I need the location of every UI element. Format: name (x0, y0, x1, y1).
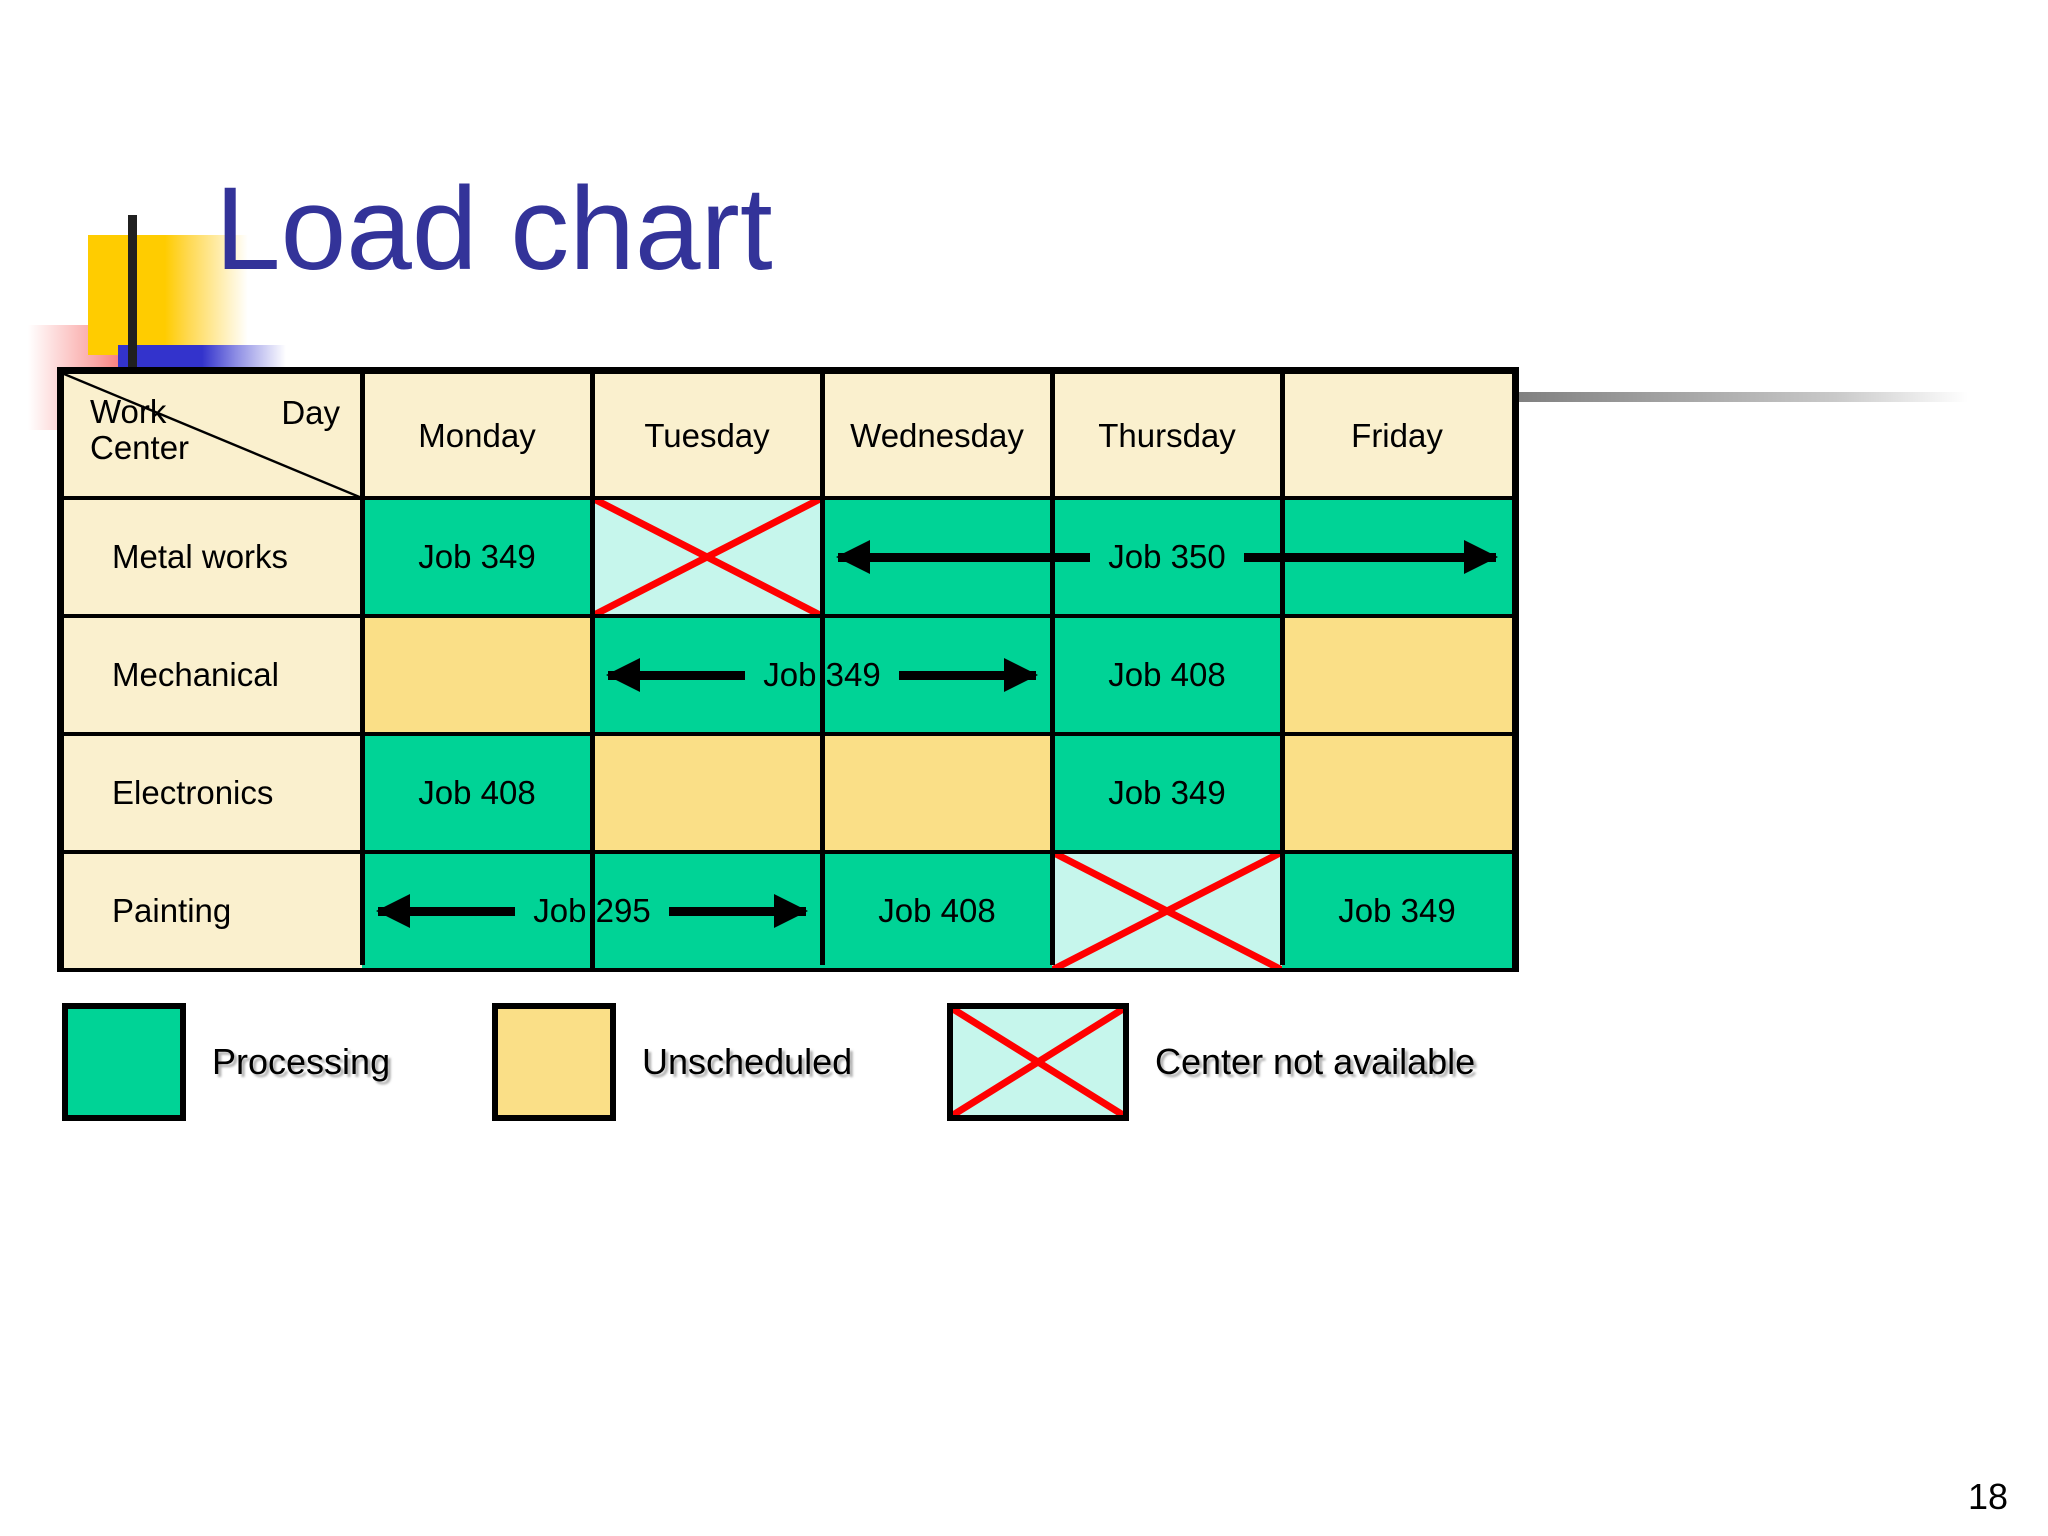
cell-mechanical-monday[interactable] (362, 616, 592, 734)
column-header-label: Wednesday (850, 417, 1024, 454)
cell-painting-wednesday[interactable]: Job 408 (822, 852, 1052, 970)
cell-electronics-thursday[interactable]: Job 349 (1052, 734, 1282, 852)
cell-mechanical-tuesday[interactable] (592, 616, 822, 734)
table-column-separator (590, 374, 595, 965)
table-column-separator (1050, 374, 1055, 965)
row-label-mechanical: Mechanical (64, 616, 362, 734)
cell-job-label: Job 408 (878, 892, 996, 929)
row-label-metal-works: Metal works (64, 498, 362, 616)
cell-electronics-tuesday[interactable] (592, 734, 822, 852)
legend-label: Unscheduled (642, 1041, 853, 1082)
row-label-electronics: Electronics (64, 734, 362, 852)
table-row-separator (64, 496, 1512, 500)
row-label-text: Painting (112, 892, 232, 929)
cell-painting-friday[interactable]: Job 349 (1282, 852, 1512, 970)
cell-electronics-friday[interactable] (1282, 734, 1512, 852)
load-chart-table: Work Center Day Monday Tuesday Wednesday Th… (57, 367, 1519, 972)
cell-job-label: Job 408 (418, 774, 536, 811)
decoration-vertical-rule (128, 215, 137, 455)
column-header-label: Thursday (1098, 417, 1236, 454)
cell-job-label: Job 349 (1338, 892, 1456, 929)
table-column-separator (360, 374, 365, 965)
cell-job-label: Job 349 (1108, 774, 1226, 811)
corner-col-header-label: Day (281, 394, 340, 431)
legend-swatch-not-available (947, 1003, 1129, 1121)
column-header-monday: Monday (362, 374, 592, 498)
legend-item-not-available: Center not available (947, 1003, 1475, 1121)
cell-metal-works-tuesday[interactable] (592, 498, 822, 616)
table-row-separator (64, 850, 1512, 854)
page-title: Load chart (215, 163, 773, 295)
cell-metal-works-thursday[interactable] (1052, 498, 1282, 616)
column-header-label: Monday (418, 417, 536, 454)
table-row-separator (64, 732, 1512, 736)
table-column-separator (820, 374, 825, 965)
legend-item-processing: Processing (62, 1003, 390, 1121)
diagonal-divider-line (64, 374, 362, 498)
page-number: 18 (1967, 1476, 2008, 1517)
column-header-friday: Friday (1282, 374, 1512, 498)
row-label-text: Metal works (112, 538, 289, 575)
column-header-tuesday: Tuesday (592, 374, 822, 498)
column-header-label: Tuesday (644, 417, 770, 454)
cell-painting-tuesday[interactable] (592, 852, 822, 970)
decoration-yellow-square (88, 235, 248, 355)
column-header-thursday: Thursday (1052, 374, 1282, 498)
cell-mechanical-friday[interactable] (1282, 616, 1512, 734)
legend-label: Processing (212, 1041, 391, 1082)
corner-row-header-line2: Center (90, 428, 190, 466)
row-label-painting: Painting (64, 852, 362, 970)
cell-electronics-monday[interactable]: Job 408 (362, 734, 592, 852)
cell-job-label: Job 408 (1108, 656, 1226, 693)
cell-job-label: Job 349 (418, 538, 536, 575)
legend-label: Center not available (1155, 1041, 1476, 1082)
legend-swatch-processing (62, 1003, 186, 1121)
slide-title-block: Load chart (0, 0, 2048, 490)
center-not-available-x-icon (592, 498, 822, 616)
table-column-separator (1280, 374, 1285, 965)
cell-electronics-wednesday[interactable] (822, 734, 1052, 852)
row-label-text: Electronics (112, 774, 274, 811)
column-header-label: Friday (1351, 417, 1443, 454)
cell-metal-works-wednesday[interactable] (822, 498, 1052, 616)
cell-painting-monday[interactable] (362, 852, 592, 970)
cell-painting-thursday[interactable] (1052, 852, 1282, 970)
legend: Processing Unscheduled Center not availabl… (0, 995, 2048, 1135)
cell-metal-works-friday[interactable] (1282, 498, 1512, 616)
row-label-text: Mechanical (112, 656, 279, 693)
cell-mechanical-wednesday[interactable] (822, 616, 1052, 734)
table-corner-header: Work Center Day (64, 374, 362, 498)
center-not-available-x-icon (1052, 852, 1282, 970)
column-header-wednesday: Wednesday (822, 374, 1052, 498)
cell-metal-works-monday[interactable]: Job 349 (362, 498, 592, 616)
corner-row-header-line1: Work (90, 393, 167, 430)
table-row-separator (64, 614, 1512, 618)
corner-row-header-label: Work Center (90, 394, 189, 465)
legend-swatch-unscheduled (492, 1003, 616, 1121)
legend-item-unscheduled: Unscheduled (492, 1003, 852, 1121)
table-row-separator (64, 968, 1512, 972)
cell-mechanical-thursday[interactable]: Job 408 (1052, 616, 1282, 734)
legend-not-available-x-icon (953, 1009, 1123, 1115)
